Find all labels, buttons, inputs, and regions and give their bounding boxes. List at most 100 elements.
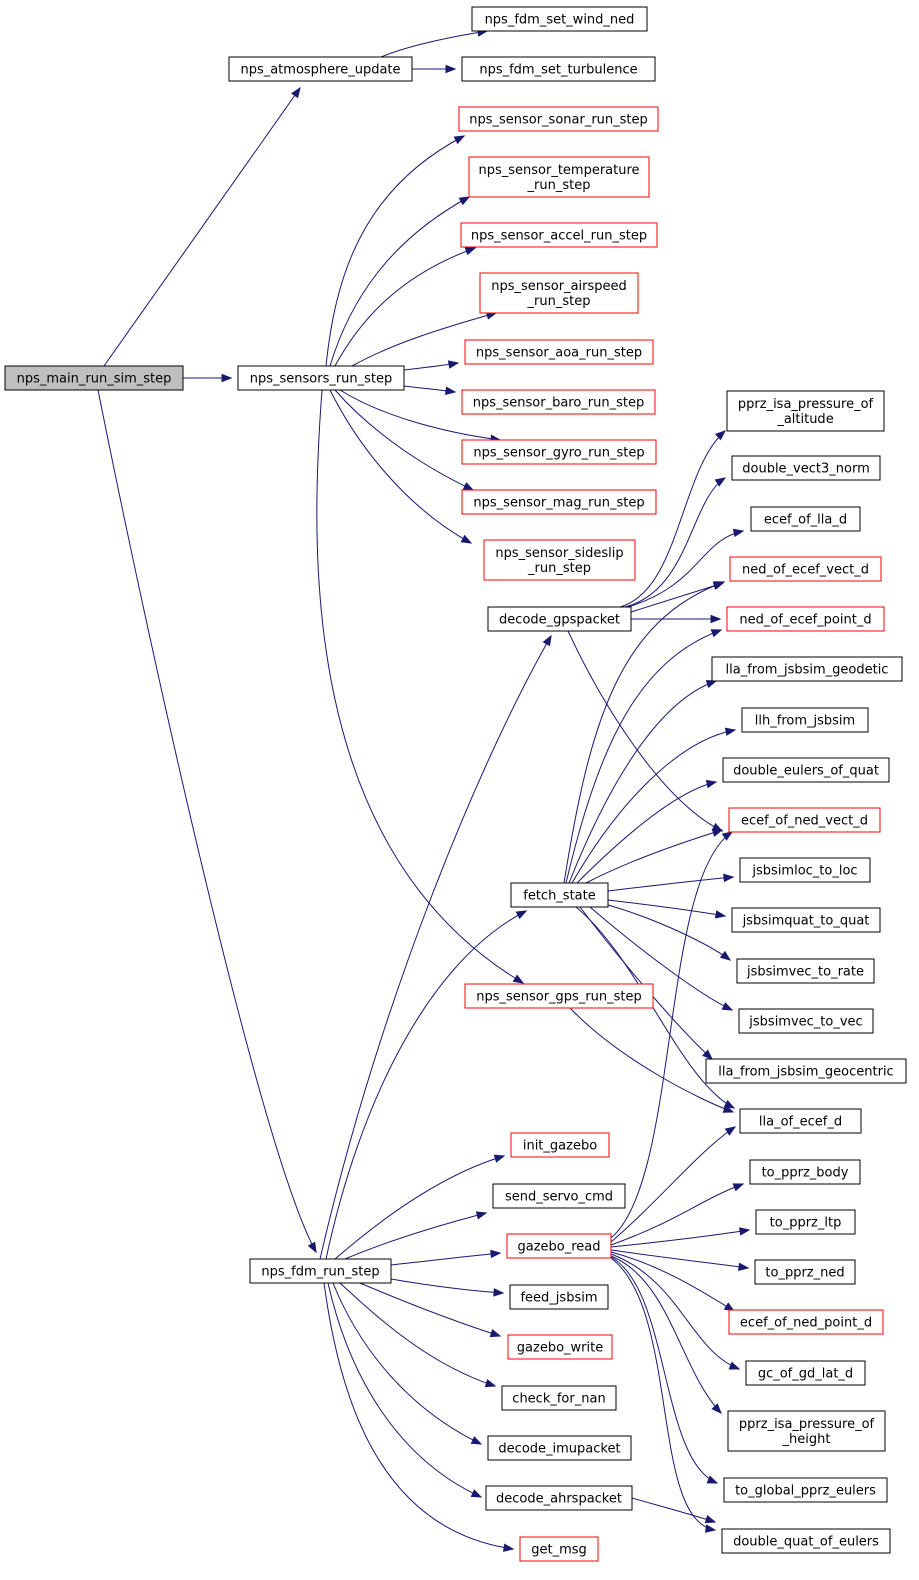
node-gazebo_read[interactable]: gazebo_read bbox=[506, 1233, 612, 1259]
node-box[interactable] bbox=[722, 757, 890, 783]
node-nps_sensor_aoa_run_step[interactable]: nps_sensor_aoa_run_step bbox=[464, 339, 654, 365]
node-box[interactable] bbox=[723, 1477, 888, 1503]
node-box[interactable] bbox=[729, 556, 882, 582]
node-box[interactable] bbox=[721, 1528, 891, 1554]
node-box[interactable] bbox=[741, 707, 869, 733]
node-pprz_isa_pressure_of_height[interactable]: pprz_isa_pressure_of_height bbox=[727, 1410, 886, 1452]
node-box[interactable] bbox=[519, 1536, 599, 1562]
node-feed_jsbsim[interactable]: feed_jsbsim bbox=[509, 1284, 609, 1310]
node-box[interactable] bbox=[749, 1159, 861, 1185]
node-nps_sensor_accel_run_step[interactable]: nps_sensor_accel_run_step bbox=[460, 222, 658, 248]
node-box[interactable] bbox=[705, 1058, 907, 1084]
node-get_msg[interactable]: get_msg bbox=[519, 1536, 599, 1562]
node-box[interactable] bbox=[249, 1258, 392, 1284]
node-nps_atmosphere_update[interactable]: nps_atmosphere_update bbox=[228, 56, 413, 82]
node-box[interactable] bbox=[461, 489, 657, 515]
node-nps_main_run_sim_step[interactable]: nps_main_run_sim_step bbox=[4, 365, 184, 391]
node-nps_sensor_gyro_run_step[interactable]: nps_sensor_gyro_run_step bbox=[461, 439, 657, 465]
node-send_servo_cmd[interactable]: send_servo_cmd bbox=[492, 1183, 626, 1209]
node-double_vect3_norm[interactable]: double_vect3_norm bbox=[731, 455, 881, 481]
node-nps_sensor_gps_run_step[interactable]: nps_sensor_gps_run_step bbox=[464, 983, 654, 1009]
node-ecef_of_lla_d[interactable]: ecef_of_lla_d bbox=[750, 506, 861, 532]
node-to_global_pprz_eulers[interactable]: to_global_pprz_eulers bbox=[723, 1477, 888, 1503]
node-lla_of_ecef_d[interactable]: lla_of_ecef_d bbox=[739, 1108, 862, 1134]
node-to_pprz_ltp[interactable]: to_pprz_ltp bbox=[755, 1209, 856, 1235]
node-nps_fdm_set_turbulence[interactable]: nps_fdm_set_turbulence bbox=[461, 56, 656, 82]
node-box[interactable] bbox=[731, 455, 881, 481]
node-box[interactable] bbox=[738, 1008, 874, 1034]
node-check_for_nan[interactable]: check_for_nan bbox=[501, 1385, 617, 1411]
node-box[interactable] bbox=[731, 907, 881, 933]
node-gazebo_write[interactable]: gazebo_write bbox=[507, 1334, 613, 1360]
node-box[interactable] bbox=[237, 365, 405, 391]
node-box[interactable] bbox=[471, 6, 648, 32]
node-jsbsimquat_to_quat[interactable]: jsbsimquat_to_quat bbox=[731, 907, 881, 933]
node-box[interactable] bbox=[745, 1360, 866, 1386]
node-decode_gpspacket[interactable]: decode_gpspacket bbox=[487, 606, 632, 632]
node-nps_sensor_mag_run_step[interactable]: nps_sensor_mag_run_step bbox=[461, 489, 657, 515]
node-box[interactable] bbox=[726, 606, 885, 632]
node-box[interactable] bbox=[510, 882, 609, 908]
node-nps_sensor_temperature_run_step[interactable]: nps_sensor_temperature_run_step bbox=[468, 156, 650, 198]
node-pprz_isa_pressure_of_altitude[interactable]: pprz_isa_pressure_of_altitude bbox=[726, 390, 885, 432]
node-fetch_state[interactable]: fetch_state bbox=[510, 882, 609, 908]
node-nps_sensor_sideslip_run_step[interactable]: nps_sensor_sideslip_run_step bbox=[483, 539, 636, 581]
node-box[interactable] bbox=[739, 1108, 862, 1134]
node-ecef_of_ned_vect_d[interactable]: ecef_of_ned_vect_d bbox=[728, 807, 881, 833]
node-nps_sensor_sonar_run_step[interactable]: nps_sensor_sonar_run_step bbox=[458, 106, 659, 132]
node-decode_ahrspacket[interactable]: decode_ahrspacket bbox=[485, 1485, 633, 1511]
node-to_pprz_body[interactable]: to_pprz_body bbox=[749, 1159, 861, 1185]
node-ned_of_ecef_point_d[interactable]: ned_of_ecef_point_d bbox=[726, 606, 885, 632]
node-box[interactable] bbox=[510, 1132, 610, 1158]
node-box[interactable] bbox=[468, 156, 650, 198]
node-ecef_of_ned_point_d[interactable]: ecef_of_ned_point_d bbox=[728, 1309, 884, 1335]
node-nps_sensors_run_step[interactable]: nps_sensors_run_step bbox=[237, 365, 405, 391]
node-box[interactable] bbox=[461, 56, 656, 82]
node-gc_of_gd_lat_d[interactable]: gc_of_gd_lat_d bbox=[745, 1360, 866, 1386]
node-to_pprz_ned[interactable]: to_pprz_ned bbox=[754, 1259, 856, 1285]
node-box[interactable] bbox=[487, 1435, 632, 1461]
node-nps_sensor_airspeed_run_step[interactable]: nps_sensor_airspeed_run_step bbox=[479, 272, 639, 314]
node-nps_fdm_run_step[interactable]: nps_fdm_run_step bbox=[249, 1258, 392, 1284]
node-box[interactable] bbox=[509, 1284, 609, 1310]
node-box[interactable] bbox=[228, 56, 413, 82]
node-box[interactable] bbox=[739, 857, 871, 883]
node-double_eulers_of_quat[interactable]: double_eulers_of_quat bbox=[722, 757, 890, 783]
node-box[interactable] bbox=[711, 656, 903, 682]
node-box[interactable] bbox=[464, 339, 654, 365]
node-box[interactable] bbox=[728, 1309, 884, 1335]
node-double_quat_of_eulers[interactable]: double_quat_of_eulers bbox=[721, 1528, 891, 1554]
node-box[interactable] bbox=[461, 389, 656, 415]
node-nps_sensor_baro_run_step[interactable]: nps_sensor_baro_run_step bbox=[461, 389, 656, 415]
node-box[interactable] bbox=[754, 1259, 856, 1285]
node-lla_from_jsbsim_geocentric[interactable]: lla_from_jsbsim_geocentric bbox=[705, 1058, 907, 1084]
node-box[interactable] bbox=[464, 983, 654, 1009]
node-box[interactable] bbox=[507, 1334, 613, 1360]
node-box[interactable] bbox=[726, 390, 885, 432]
node-jsbsimloc_to_loc[interactable]: jsbsimloc_to_loc bbox=[739, 857, 871, 883]
node-decode_imupacket[interactable]: decode_imupacket bbox=[487, 1435, 632, 1461]
node-box[interactable] bbox=[487, 606, 632, 632]
node-box[interactable] bbox=[483, 539, 636, 581]
node-ned_of_ecef_vect_d[interactable]: ned_of_ecef_vect_d bbox=[729, 556, 882, 582]
node-box[interactable] bbox=[4, 365, 184, 391]
node-box[interactable] bbox=[460, 222, 658, 248]
node-box[interactable] bbox=[736, 958, 875, 984]
node-box[interactable] bbox=[458, 106, 659, 132]
node-box[interactable] bbox=[750, 506, 861, 532]
node-box[interactable] bbox=[479, 272, 639, 314]
node-nps_fdm_set_wind_ned[interactable]: nps_fdm_set_wind_ned bbox=[471, 6, 648, 32]
node-box[interactable] bbox=[506, 1233, 612, 1259]
node-box[interactable] bbox=[728, 807, 881, 833]
node-box[interactable] bbox=[727, 1410, 886, 1452]
node-jsbsimvec_to_vec[interactable]: jsbsimvec_to_vec bbox=[738, 1008, 874, 1034]
node-jsbsimvec_to_rate[interactable]: jsbsimvec_to_rate bbox=[736, 958, 875, 984]
node-lla_from_jsbsim_geodetic[interactable]: lla_from_jsbsim_geodetic bbox=[711, 656, 903, 682]
node-box[interactable] bbox=[755, 1209, 856, 1235]
node-box[interactable] bbox=[492, 1183, 626, 1209]
node-box[interactable] bbox=[501, 1385, 617, 1411]
node-llh_from_jsbsim[interactable]: llh_from_jsbsim bbox=[741, 707, 869, 733]
node-box[interactable] bbox=[485, 1485, 633, 1511]
node-init_gazebo[interactable]: init_gazebo bbox=[510, 1132, 610, 1158]
node-box[interactable] bbox=[461, 439, 657, 465]
